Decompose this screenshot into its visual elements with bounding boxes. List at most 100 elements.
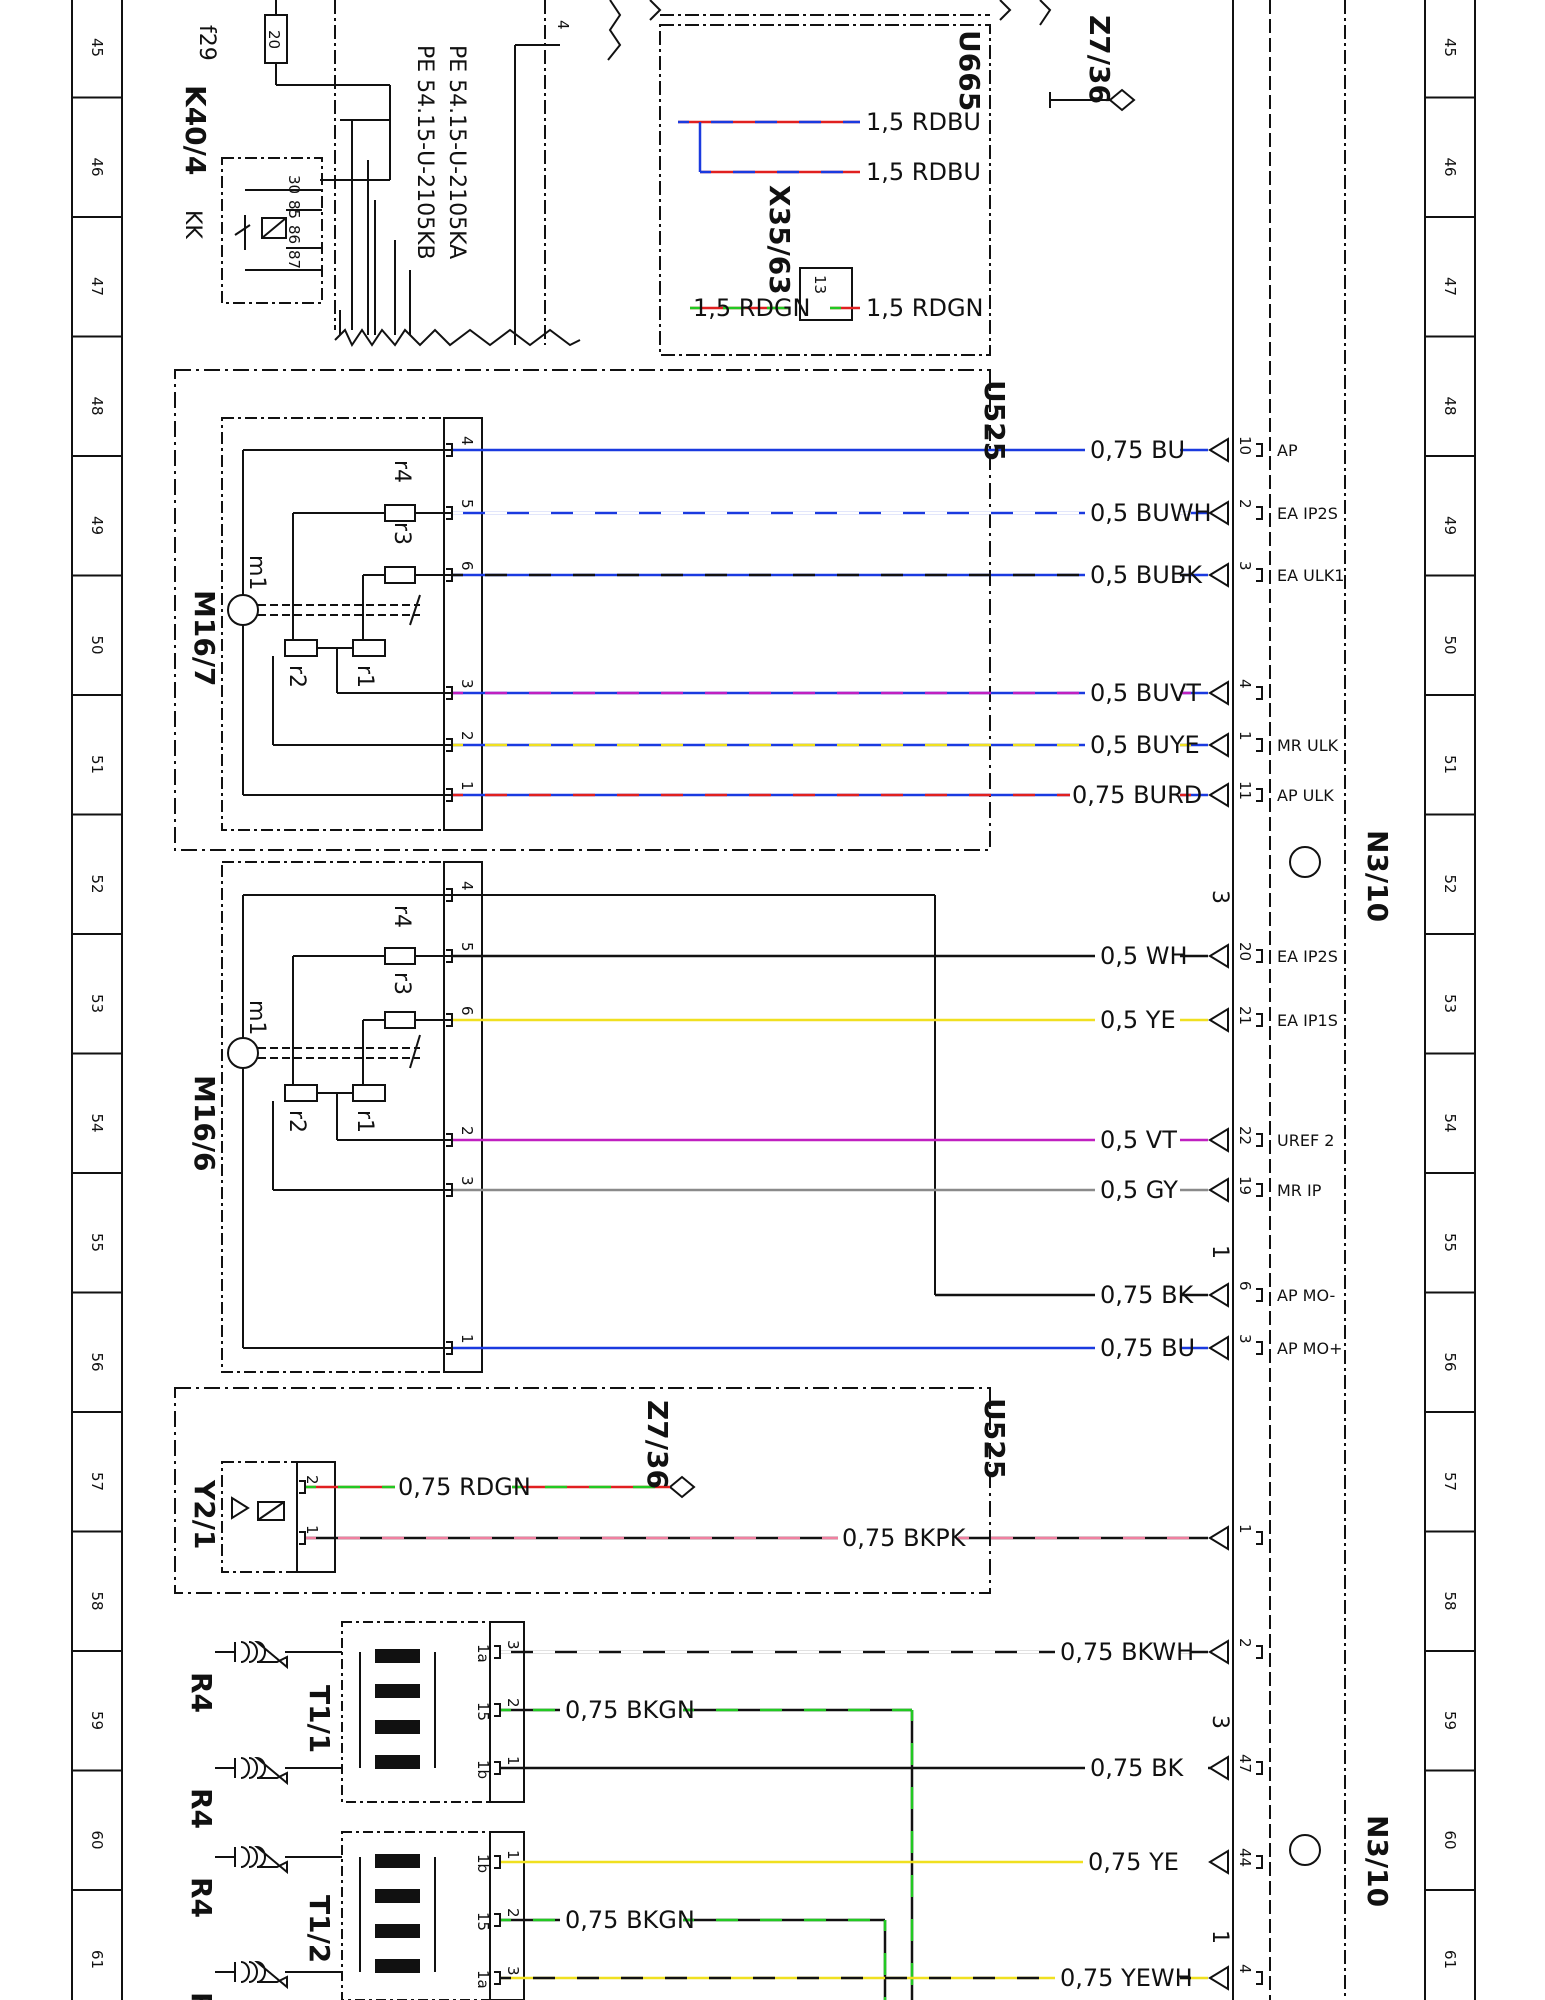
wire-label-rdgn-2: 1,5 RDGN: [866, 294, 984, 322]
m16-7-wire-label: 0,75 BU: [1090, 436, 1185, 464]
y2-1-pin-1: 1: [303, 1525, 321, 1535]
coil-pin: 3: [504, 1640, 522, 1650]
m16-7-pin: 6: [458, 561, 476, 571]
relay-id: K40/4: [179, 85, 212, 175]
m16-6-signal: EA IP1S: [1277, 1011, 1338, 1030]
ruler-mark-right: 56: [1441, 1353, 1459, 1372]
coil-connector-arrow: [1208, 1965, 1229, 1991]
coil-pin-mark: [494, 1913, 501, 1927]
coil-conn-pin: 44: [1236, 1848, 1254, 1867]
m16-6-pin: 1: [458, 1334, 476, 1344]
coils-conn-group-2: 1: [1207, 1930, 1232, 1944]
n3-10-symbol-2: [1289, 1834, 1321, 1866]
m16-6-pin: 3: [458, 1176, 476, 1186]
ruler-mark-right: 49: [1441, 516, 1459, 535]
spark-plug-icon: [215, 1845, 288, 1875]
top-wires: [678, 120, 860, 310]
m16-7-signal: AP: [1277, 441, 1298, 460]
m16-6-conn-pin: 6: [1236, 1281, 1254, 1291]
coil-wire-label: 0,75 BK: [1090, 1754, 1185, 1782]
ruler-mark-right: 45: [1441, 38, 1459, 57]
u525-label-top: U525: [978, 380, 1011, 461]
coil-winding: [375, 1889, 420, 1903]
m16-6-conn-mark: [1256, 1288, 1263, 1302]
coil-connector-arrow: [1208, 1755, 1229, 1781]
coil-wire-label: 0,75 BKGN: [565, 1696, 695, 1724]
ruler-mark-left: 45: [88, 38, 106, 57]
coil-pin-mark: [494, 1761, 501, 1775]
m16-6-conn-group-2: 1: [1207, 1245, 1232, 1259]
m16-6-pin-mark: [446, 1133, 453, 1147]
m16-6-r3: r3: [389, 972, 414, 995]
coil-winding: [375, 1755, 420, 1769]
m16-6-connector-arrow: [1208, 1335, 1229, 1361]
m16-7-conn-mark: [1256, 443, 1263, 457]
ruler-mark-left: 58: [88, 1592, 106, 1611]
m16-6-conn-pin: 22: [1236, 1126, 1254, 1145]
m16-7-connector-arrow: [1208, 732, 1229, 758]
coil-connector-arrow: [1208, 1639, 1229, 1665]
m16-7-connector-arrow: [1208, 680, 1229, 706]
y2-1-conn-mark: [1256, 1531, 1263, 1545]
coil-pin: 1: [504, 1756, 522, 1766]
m16-6-conn-mark: [1256, 1341, 1263, 1355]
m16-7-conn-pin: 4: [1236, 679, 1254, 689]
ruler-mark-left: 49: [88, 516, 106, 535]
ruler-mark-left: 57: [88, 1472, 106, 1491]
coil-blocks: [341, 1621, 525, 2000]
coil-conn-mark: [1256, 1971, 1263, 1985]
coil-shapes: [215, 1640, 436, 1990]
ground-symbol-y21: [668, 1475, 696, 1499]
y2-1-pin-mark-2: [299, 1480, 306, 1494]
m16-6-wire-label: 0,75 BU: [1100, 1334, 1195, 1362]
m16-7-connector-arrow: [1208, 437, 1229, 463]
spark-plug-icon: [215, 1640, 288, 1670]
coil-pin-in: 15: [474, 1912, 492, 1931]
coil-wire-label: 0,75 BKGN: [565, 1906, 695, 1934]
ruler-mark-left: 60: [88, 1831, 106, 1850]
relay-pin: 86: [285, 225, 303, 244]
m16-6-conn-mark: [1256, 1183, 1263, 1197]
top-section: [221, 0, 1346, 2000]
m16-7-conn-mark: [1256, 738, 1263, 752]
coil-wire-label: 0,75 YEWH: [1060, 1964, 1193, 1992]
n3-10-label-2: N3/10: [1361, 1815, 1394, 1907]
ruler-mark-left: 53: [88, 994, 106, 1013]
coil-winding: [375, 1720, 420, 1734]
m16-7-pin: 2: [458, 731, 476, 741]
coil-conn-pin: 2: [1236, 1638, 1254, 1648]
ruler-mark-left: 47: [88, 277, 106, 296]
coil-pin: 1: [504, 1850, 522, 1860]
m16-6-signal: MR IP: [1277, 1181, 1322, 1200]
ruler-mark-left: 59: [88, 1711, 106, 1730]
relay-sub: KK: [180, 210, 205, 239]
m16-7-r2: r2: [284, 665, 309, 688]
m16-6-signal: UREF 2: [1277, 1131, 1334, 1150]
top-pin-4: 4: [554, 20, 572, 30]
z7-36-top-label: Z7/36: [1083, 15, 1116, 104]
m16-7-conn-pin: 2: [1236, 499, 1254, 509]
m16-6-conn-mark: [1256, 1013, 1263, 1027]
ground-symbol-top: [1108, 88, 1136, 112]
x35-63-pin: 13: [811, 275, 829, 294]
m16-7-signal: EA IP2S: [1277, 504, 1338, 523]
m16-7-wire-label: 0,5 BUWH: [1090, 499, 1212, 527]
m16-7-wire-label: 0,5 BUBK: [1090, 561, 1203, 589]
m16-6-box: [221, 861, 936, 1373]
m16-6-pin: 5: [458, 942, 476, 952]
m16-6-pin-mark: [446, 1013, 453, 1027]
u525-box-bottom: [174, 1387, 991, 1594]
m16-7-pin-mark: [446, 506, 453, 520]
r4-label: R4: [185, 1877, 218, 1918]
m16-6-pin-mark: [446, 1341, 453, 1355]
coil-winding: [375, 1924, 420, 1938]
m16-6-pin: 6: [458, 1006, 476, 1016]
ruler-mark-right: 54: [1441, 1114, 1459, 1133]
pe-reference-2: PE 54.15-U-2105KB: [412, 45, 437, 260]
coil-wire-label: 0,75 BKWH: [1060, 1638, 1194, 1666]
coil-pin: 2: [504, 1908, 522, 1918]
fuse-value: 20: [265, 30, 283, 49]
m16-6-conn-group: 3: [1207, 890, 1232, 904]
ruler-mark-left: 50: [88, 636, 106, 655]
coil-conn-pin: 47: [1236, 1754, 1254, 1773]
